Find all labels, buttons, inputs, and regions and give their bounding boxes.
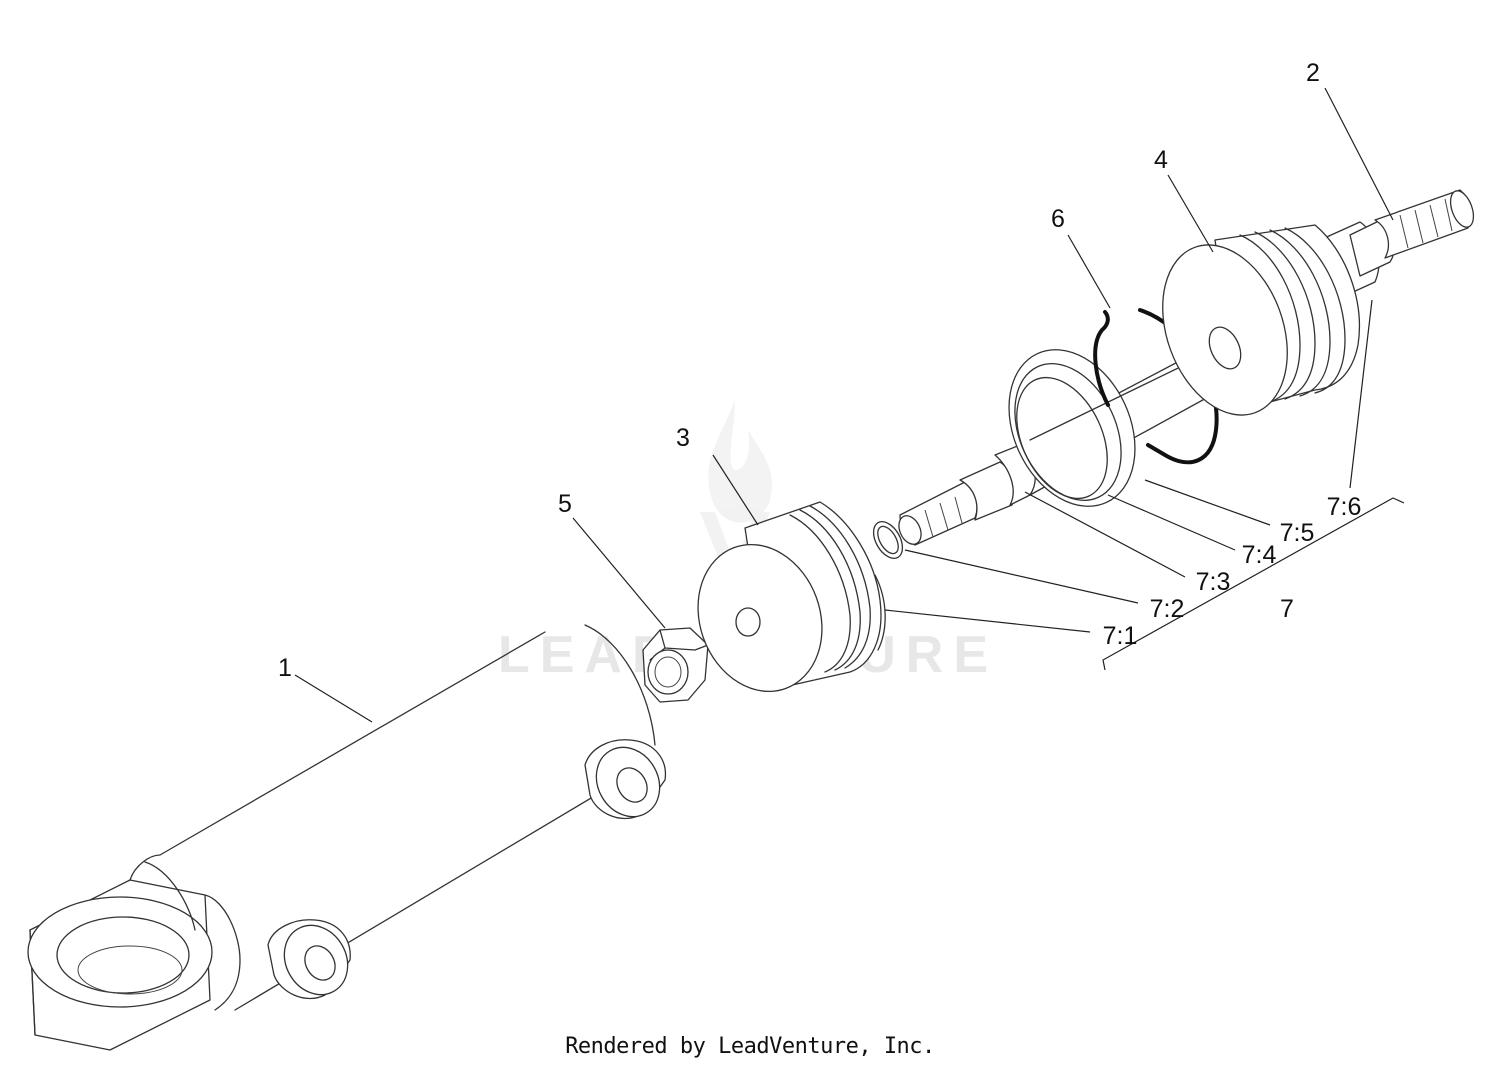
callout-7-5: 7:5 xyxy=(1280,519,1315,547)
callout-2: 2 xyxy=(1306,59,1320,87)
footer-credit: Rendered by LeadVenture, Inc. xyxy=(565,1034,935,1059)
callout-3: 3 xyxy=(676,424,690,452)
part-7-4-7-5-seals xyxy=(1008,349,1206,507)
callout-7-3: 7:3 xyxy=(1196,568,1231,596)
callout-labels: 1 2 3 4 5 6 7 7:1 7:2 7:3 7:4 7:5 7:6 xyxy=(278,59,1361,682)
callout-4: 4 xyxy=(1154,146,1168,174)
callout-6: 6 xyxy=(1051,205,1065,233)
part-3-gland xyxy=(697,501,886,693)
callout-7-4: 7:4 xyxy=(1242,541,1277,569)
callout-1: 1 xyxy=(278,654,292,682)
callout-7-1: 7:1 xyxy=(1103,622,1138,650)
part-7-2-o-ring xyxy=(872,521,904,559)
part-5-nut xyxy=(642,627,709,703)
callout-5: 5 xyxy=(558,490,572,518)
part-4-piston xyxy=(1162,224,1360,416)
callout-7-2: 7:2 xyxy=(1150,595,1185,623)
callout-7: 7 xyxy=(1280,595,1294,623)
leader-lines xyxy=(294,87,1405,723)
callout-7-6: 7:6 xyxy=(1327,493,1362,521)
part-1-cylinder-barrel xyxy=(27,624,667,1051)
